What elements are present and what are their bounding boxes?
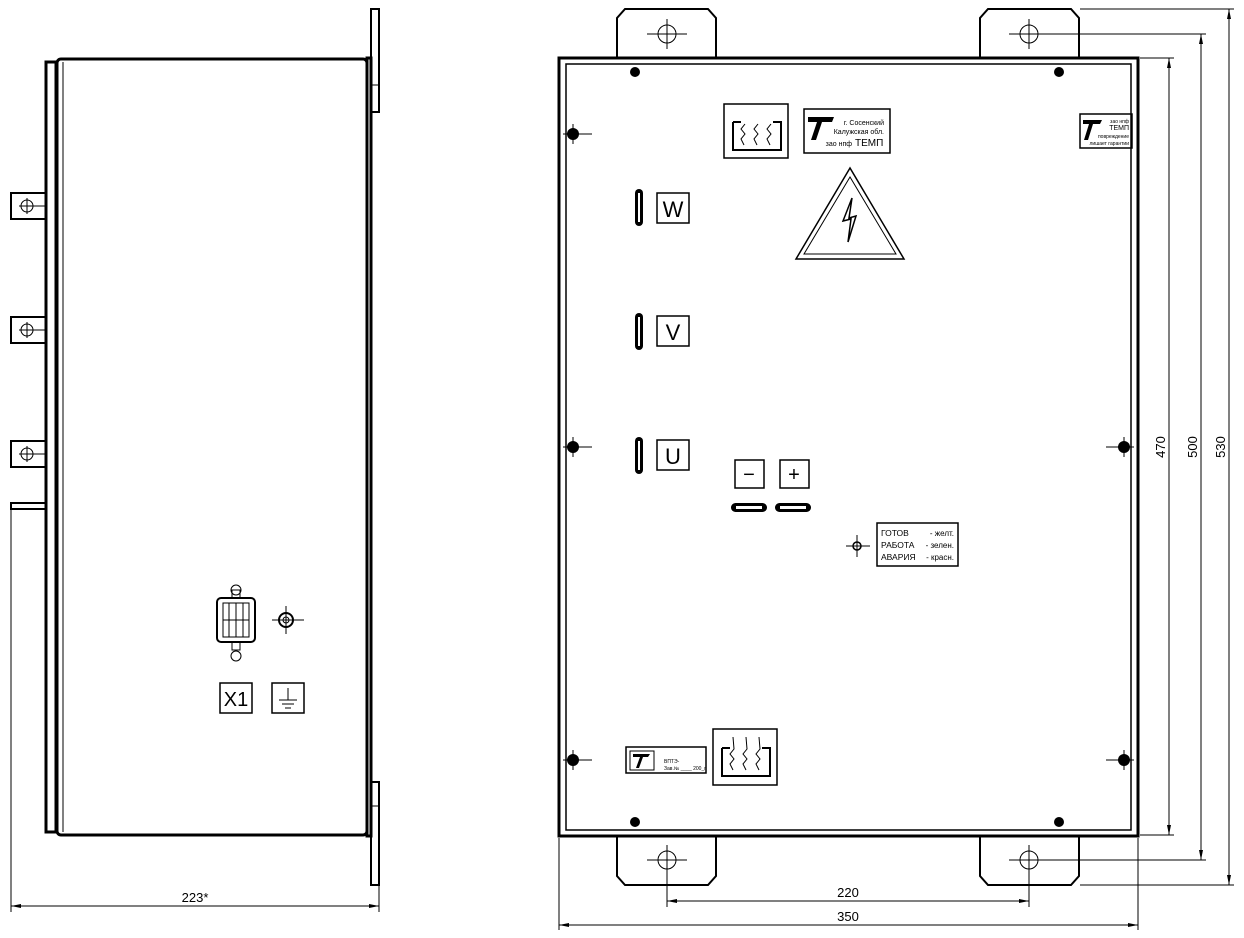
ground-icon [271,682,305,714]
terminal-v: V [635,313,690,350]
mounting-ear [979,8,1080,58]
seal-line2: ТЕМП [1109,125,1129,132]
dim-height-530-text: 530 [1213,436,1228,458]
terminal-u: U [635,437,690,474]
dim-width-350: 350 [558,838,1139,930]
status-name-work: РАБОТА [881,540,915,550]
dim-height-470-text: 470 [1153,436,1168,458]
dim-height-500: 500 [1040,33,1206,861]
terminal-label-v: V [666,320,681,345]
connector-x1 [216,584,256,662]
dc-plus-terminal: + [775,459,811,512]
terminal-label-u: U [665,444,681,469]
side-bracket-right [365,56,373,838]
heater-icon [723,103,789,159]
side-body [55,57,369,837]
manufacturer-plate: г. Сосенский Калужская обл. зао нпф ТЕМП [803,108,891,154]
dim-height-530: 530 [1080,8,1234,886]
status-name-ready: ГОТОВ [881,528,909,538]
dim-holes-220: 220 [666,870,1030,907]
status-legend: ГОТОВ - желт. РАБОТА - зелен. АВАРИЯ - к… [876,522,959,567]
dim-side-width-text: 223* [182,890,209,905]
seal-line4: лишает гарантии [1090,141,1130,147]
high-voltage-icon [794,166,906,260]
side-terminal-lug [10,316,47,344]
plate-line2: Калужская обл. [834,128,884,136]
dim-holes-220-text: 220 [837,885,859,900]
serial-plate: ВПТЭ- Зав.№ ____ 200_г. [625,746,707,774]
terminal-w: W [635,189,690,226]
dim-side-width: 223* [10,510,380,912]
front-view: г. Сосенский Калужская обл. зао нпф ТЕМП… [557,8,1234,930]
dim-width-350-text: 350 [837,909,859,924]
side-view: X1 223* [10,8,380,912]
seal-line3: повреждение [1098,134,1129,140]
dim-height-470: 470 [1140,57,1174,836]
connector-label: X1 [224,689,248,711]
warranty-seal: зао нпф ТЕМП повреждение лишает гарантии [1079,113,1133,149]
ground-bolt [272,606,304,634]
temp-logo-icon [808,117,834,140]
status-name-alarm: АВАРИЯ [881,552,916,562]
dim-height-500-text: 500 [1185,436,1200,458]
status-color-work: - зелен. [926,541,954,550]
enclosure-outer [557,56,1140,838]
status-indicator [846,535,870,557]
status-color-ready: - желт. [930,529,954,538]
side-terminal-lug [10,192,47,220]
plate-line1: г. Сосенский [844,119,884,127]
screw-group [563,67,1134,827]
side-flange-left [44,60,58,834]
plate-line3-prefix: зао нпф [826,141,853,148]
terminal-label-w: W [663,197,684,222]
heater-icon [712,728,778,786]
dc-minus-terminal: − [731,459,767,512]
seal-line1: зао нпф [1110,119,1129,125]
side-terminal-lug [10,440,47,468]
plus-label: + [788,464,800,486]
status-color-alarm: - красн. [926,553,954,562]
plate-line3-name: ТЕМП [855,138,883,149]
serial-line2: Зав.№ ____ 200_г. [664,766,707,772]
mounting-ear [616,8,717,58]
minus-label: − [743,464,755,486]
side-flange-stub [10,502,47,510]
serial-line1: ВПТЭ- [664,759,680,765]
